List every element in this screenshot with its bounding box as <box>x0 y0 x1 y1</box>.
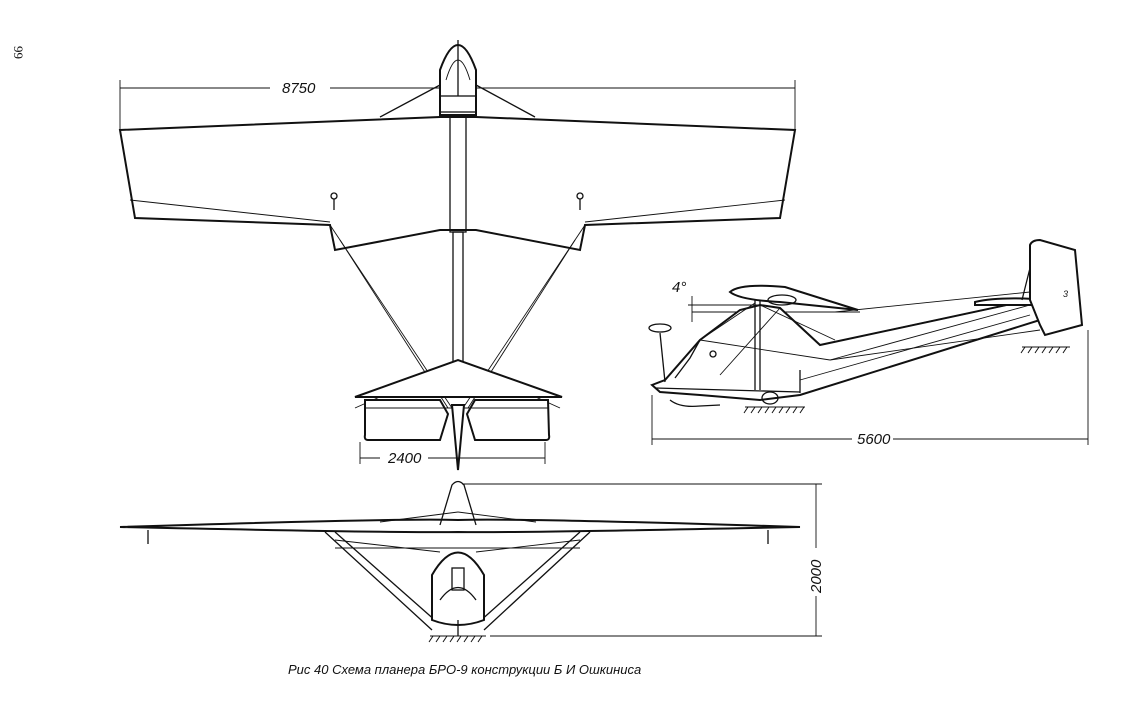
tail-span-dimension-label: 2400 <box>387 450 422 467</box>
front-view: 2000 <box>119 480 825 643</box>
ground-hatching-front <box>428 635 483 643</box>
ground-hatching-tail <box>1020 346 1068 354</box>
front-fuselage <box>431 551 485 626</box>
height-dimension-label: 2000 <box>808 559 825 594</box>
horizontal-stabilizer <box>354 358 563 398</box>
right-elevator <box>465 399 551 441</box>
page-number: 99 <box>11 46 26 59</box>
front-wing <box>119 518 801 534</box>
svg-text:3: 3 <box>1063 289 1068 299</box>
top-view: 8750 <box>118 40 797 471</box>
side-view: 4° 3 <box>648 238 1089 448</box>
length-dimension-label: 5600 <box>857 431 891 448</box>
side-fuselage <box>650 298 1041 402</box>
left-elevator <box>363 399 450 441</box>
figure-caption: Рис 40 Схема планера БРО-9 конструкции Б… <box>288 662 641 677</box>
vertical-fin-rudder <box>1029 238 1084 337</box>
top-wing <box>118 116 797 252</box>
wing-incidence-label: 4° <box>672 279 686 296</box>
wingspan-dimension-label: 8750 <box>282 80 316 97</box>
ground-hatching-wheel <box>743 406 805 414</box>
